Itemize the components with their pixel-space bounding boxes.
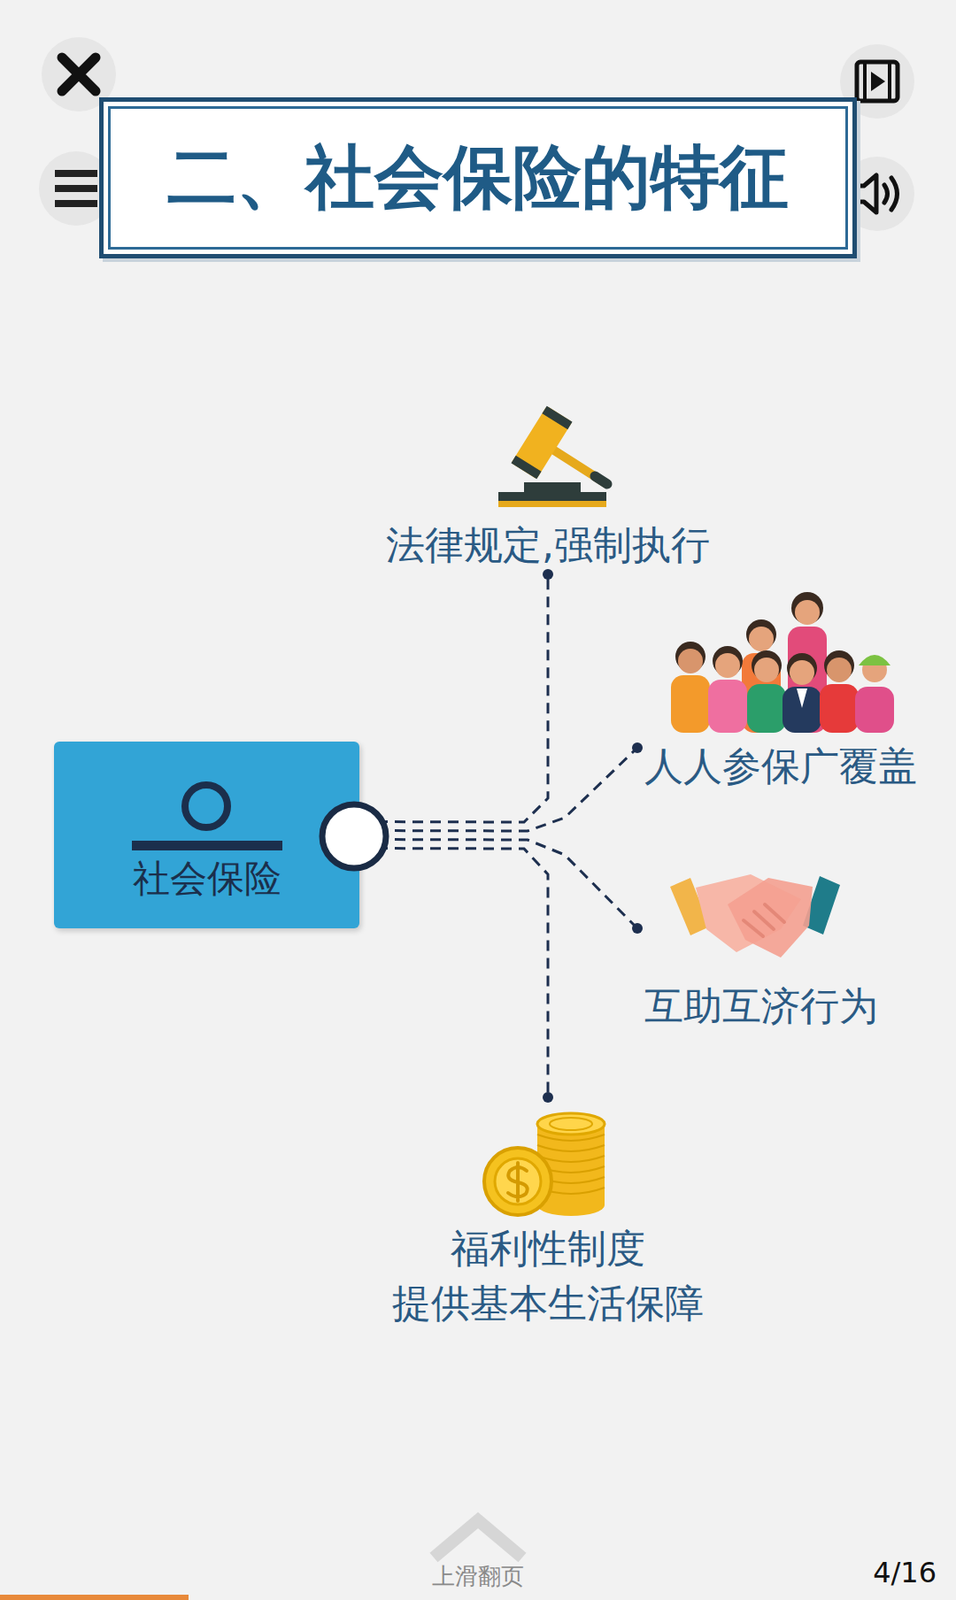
people-icon-part [789, 660, 815, 686]
dashed-connector [359, 747, 638, 832]
people-icon-part [855, 686, 895, 733]
connector-dot [632, 742, 643, 754]
connector-dot [542, 569, 554, 580]
gavel-icon-part [498, 492, 607, 502]
coins-icon [484, 1113, 605, 1217]
connector-dot [632, 923, 643, 934]
people-icon-part [748, 626, 774, 652]
connector-dot [542, 1092, 554, 1103]
coins-icon-part [537, 1113, 605, 1135]
person-base [131, 840, 283, 851]
people-icon-part [678, 648, 703, 674]
people-icon-part [754, 657, 779, 683]
box-label: 社会保险 [132, 855, 282, 903]
progress-bar [0, 1595, 189, 1600]
feature-label: 福利性制度 提供基本生活保障 [370, 1221, 725, 1331]
feature-node: 福利性制度 提供基本生活保障 [363, 1097, 733, 1336]
sound-button-part [884, 177, 898, 210]
person-head [185, 785, 228, 828]
feature-node: 互助互济行为 [637, 871, 886, 1036]
people-icon-part [670, 675, 710, 733]
dashed-connector [359, 840, 638, 930]
gavel-icon [498, 406, 608, 508]
page-number: 4/16 [872, 1556, 937, 1590]
gavel-icon-part-part [510, 455, 541, 479]
gavel-icon-part [510, 406, 572, 479]
people-icon-part [782, 686, 822, 733]
swipe-chevron-part [433, 1520, 523, 1558]
connector-group [359, 569, 554, 823]
coins-icon-part [508, 1163, 528, 1202]
connector-group [359, 742, 643, 832]
gavel-icon-part [594, 476, 608, 485]
gavel-icon-part-part [541, 406, 572, 430]
hub-circle [322, 804, 386, 869]
coins-icon-part [549, 1117, 593, 1131]
main-box: 社会保险 [53, 741, 360, 929]
close-button-part [61, 57, 96, 92]
sound-button-part [855, 175, 877, 213]
gavel-icon-part-part [510, 406, 572, 479]
title-text: 二、社会保险的特征 [167, 131, 789, 225]
people-icon [670, 592, 895, 733]
coins-icon-part [484, 1148, 552, 1216]
menu-button-part [54, 173, 98, 204]
handshake-icon-part [743, 904, 785, 937]
people-icon-part [747, 684, 787, 733]
people-icon-part [796, 688, 808, 709]
people-icon-part [715, 653, 741, 679]
handshake-icon [670, 874, 841, 958]
swipe-hint: 上滑翻页 [431, 1561, 525, 1593]
people-icon-part [791, 592, 824, 625]
progress-bar-part [0, 1595, 189, 1600]
video-button-part [871, 71, 886, 92]
people-icon-part [858, 655, 891, 666]
connector-group [359, 840, 643, 935]
person-symbol [53, 741, 360, 929]
swipe-chevron [433, 1520, 523, 1558]
video-button-part [864, 61, 890, 101]
feature-label: 人人参保广覆盖 [644, 741, 918, 791]
dashed-connector [359, 574, 548, 823]
people-icon-part [819, 684, 859, 733]
title-banner: 二、社会保险的特征 [99, 97, 857, 259]
feature-label: 法律规定,强制执行 [385, 520, 710, 570]
connector-group [359, 848, 554, 1104]
feature-label: 互助互济行为 [644, 981, 879, 1031]
people-icon-part [708, 679, 748, 733]
gavel-icon-part [498, 501, 607, 508]
dashed-connector [359, 848, 548, 1099]
feature-node: 法律规定,强制执行 [378, 416, 717, 575]
feature-node: 人人参保广覆盖 [637, 637, 925, 796]
people-icon-part [794, 600, 820, 625]
handshake-icon-part [727, 878, 813, 958]
video-button-part [856, 61, 898, 101]
coins-icon-part [494, 1158, 541, 1205]
gavel-icon-part [524, 482, 581, 494]
people-icon-part [826, 657, 852, 683]
